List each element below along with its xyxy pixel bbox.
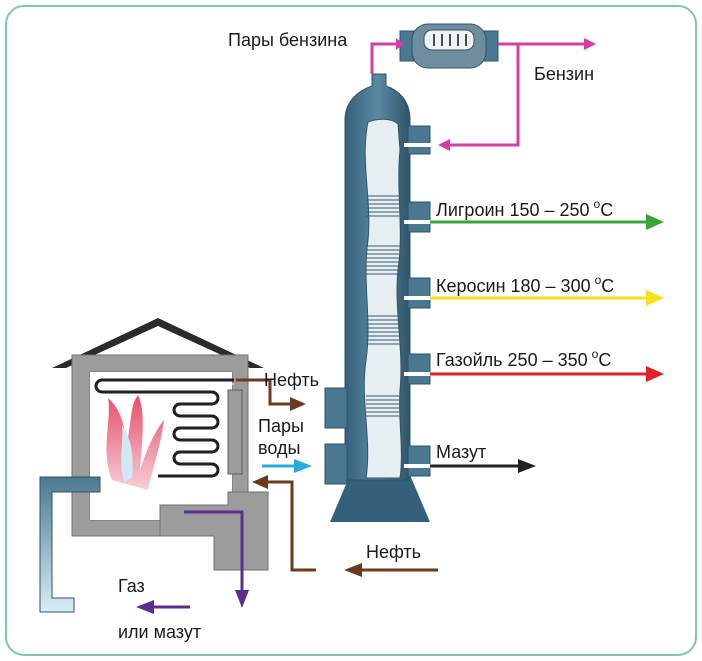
fuel-feed-pipe <box>39 476 101 613</box>
column-base <box>330 475 430 522</box>
naphtha-label: Лигроин 150 – 250 oC <box>436 197 613 220</box>
reflux-arrow <box>438 44 520 151</box>
oil-out-label: Нефть <box>264 370 319 390</box>
gasoline-vapor-arrow <box>370 38 404 74</box>
gasoline-label: Бензин <box>534 64 594 84</box>
gasoline-arrow <box>498 38 596 50</box>
column-cutaway <box>363 118 402 479</box>
naphtha-celsius: C <box>600 200 613 220</box>
diagram-frame <box>5 5 697 656</box>
naphtha-text: Лигроин 150 – 250 <box>436 200 590 220</box>
steam-label-line1: Пары <box>258 416 304 436</box>
distillation-column <box>324 73 432 522</box>
kerosene-arrow <box>430 290 664 306</box>
or-fuel-oil-label: или мазут <box>118 622 201 642</box>
oil-out-arrow <box>236 378 306 411</box>
kerosene-celsius: C <box>601 276 614 296</box>
fuel-oil-label: Мазут <box>436 442 486 462</box>
gasoil-text: Газойль 250 – 350 <box>436 350 588 370</box>
gasoil-celsius: C <box>598 350 611 370</box>
heating-coil <box>94 378 234 478</box>
furnace-divider <box>227 389 243 475</box>
kerosene-text: Керосин 180 – 300 <box>436 276 591 296</box>
kerosene-label: Керосин 180 – 300 oC <box>436 273 614 296</box>
gasoil-arrow <box>430 366 664 382</box>
column-trays <box>366 195 400 417</box>
naphtha-arrow <box>430 214 664 230</box>
condenser <box>399 23 499 69</box>
oil-in-arrow <box>252 475 438 577</box>
gasoline-vapors-label: Пары бензина <box>228 30 348 50</box>
gas-label: Газ <box>118 576 145 596</box>
kerosene-degree: o <box>595 273 602 287</box>
steam-arrow <box>262 459 312 473</box>
furnace <box>39 318 269 613</box>
oil-in-label: Нефть <box>366 542 421 562</box>
steam-label-line2: воды <box>258 438 300 458</box>
gas-arrow <box>136 600 190 614</box>
flame-icon <box>106 395 164 490</box>
gasoil-degree: o <box>592 347 599 361</box>
fuel-oil-arrow <box>430 459 536 473</box>
naphtha-degree: o <box>594 197 601 211</box>
gasoil-label: Газойль 250 – 350 oC <box>436 347 611 370</box>
gas-down-arrow <box>184 510 249 608</box>
